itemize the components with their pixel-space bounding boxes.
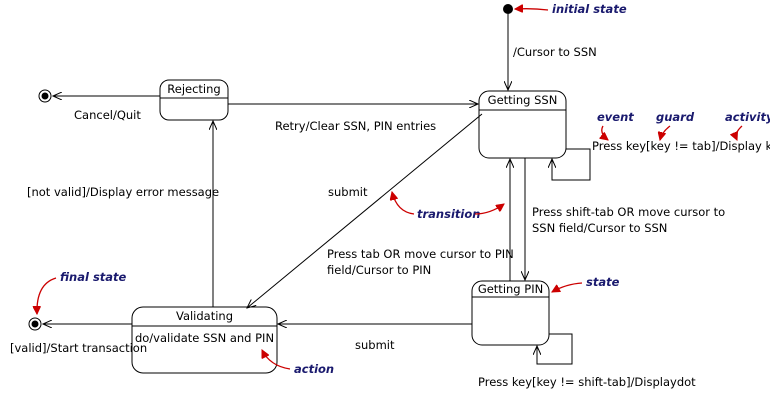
annotation-initial-state: initial state — [515, 2, 627, 16]
annotation-transition-arrow-left — [392, 192, 415, 215]
annotation-activity: activity — [725, 110, 770, 140]
annotation-action-text: action — [294, 362, 334, 376]
label-rejecting-to-ssn: Retry/Clear SSN, PIN entries — [275, 119, 436, 133]
annotation-activity-text: activity — [725, 110, 770, 124]
annotation-transition: transition — [392, 192, 504, 221]
annotation-transition-arrow-right — [474, 204, 504, 215]
label-pin-to-ssn-2: SSN field/Cursor to SSN — [532, 221, 667, 235]
state-getting-pin-label: Getting PIN — [478, 282, 543, 296]
final-state-node-top — [38, 89, 52, 103]
state-validating: Validating do/validate SSN and PIN — [131, 306, 278, 374]
annotation-initial-state-arrow — [515, 9, 549, 10]
label-rejecting-to-final: Cancel/Quit — [74, 108, 141, 122]
annotation-transition-text: transition — [417, 207, 480, 221]
annotation-state: state — [552, 275, 620, 293]
annotation-initial-state-text: initial state — [552, 2, 627, 16]
transition-pin-self-loop — [537, 333, 573, 365]
annotation-activity-arrow — [736, 125, 743, 140]
label-validating-to-rejecting: [not valid]/Display error message — [27, 185, 219, 199]
label-validating-to-final: [valid]/Start transaction — [10, 341, 147, 355]
annotation-guard-arrow — [660, 125, 671, 140]
state-validating-action: do/validate SSN and PIN — [135, 331, 274, 345]
label-pin-submit: submit — [355, 338, 395, 352]
annotation-final-state: final state — [37, 270, 127, 314]
annotation-final-state-text: final state — [60, 270, 127, 284]
label-ssn-submit: submit — [328, 185, 368, 199]
annotation-state-text: state — [586, 275, 620, 289]
label-pin-self: Press key[key != shift-tab]/Displaydot — [478, 375, 696, 389]
transition-ssn-submit-to-validating — [247, 113, 483, 308]
label-ssn-to-pin-2: field/Cursor to PIN — [327, 263, 431, 277]
state-rejecting-label: Rejecting — [167, 82, 220, 96]
state-validating-label: Validating — [176, 309, 233, 323]
annotation-event-arrow — [602, 125, 608, 140]
label-ssn-to-pin-1: Press tab OR move cursor to PIN — [327, 247, 514, 261]
initial-state-node — [503, 4, 513, 14]
annotation-event-text: event — [597, 110, 634, 124]
annotation-action: action — [261, 350, 334, 376]
transition-ssn-self-loop — [552, 148, 591, 181]
state-rejecting: Rejecting — [159, 79, 229, 121]
label-ssn-self: Press key[key != tab]/Display key — [592, 139, 770, 153]
annotation-state-arrow — [552, 282, 583, 293]
label-pin-to-ssn-1: Press shift-tab OR move cursor to — [532, 205, 725, 219]
label-initial-to-ssn: /Cursor to SSN — [513, 45, 597, 59]
annotation-guard-text: guard — [656, 110, 695, 124]
annotation-final-state-arrow — [37, 277, 57, 314]
state-getting-ssn-label: Getting SSN — [488, 93, 558, 107]
annotation-guard: guard — [656, 110, 695, 140]
annotation-event: event — [597, 110, 634, 140]
annotation-action-arrow — [261, 350, 291, 370]
final-state-node-bottom — [28, 317, 42, 331]
state-getting-pin: Getting PIN — [471, 280, 550, 346]
state-getting-ssn: Getting SSN — [478, 90, 567, 159]
